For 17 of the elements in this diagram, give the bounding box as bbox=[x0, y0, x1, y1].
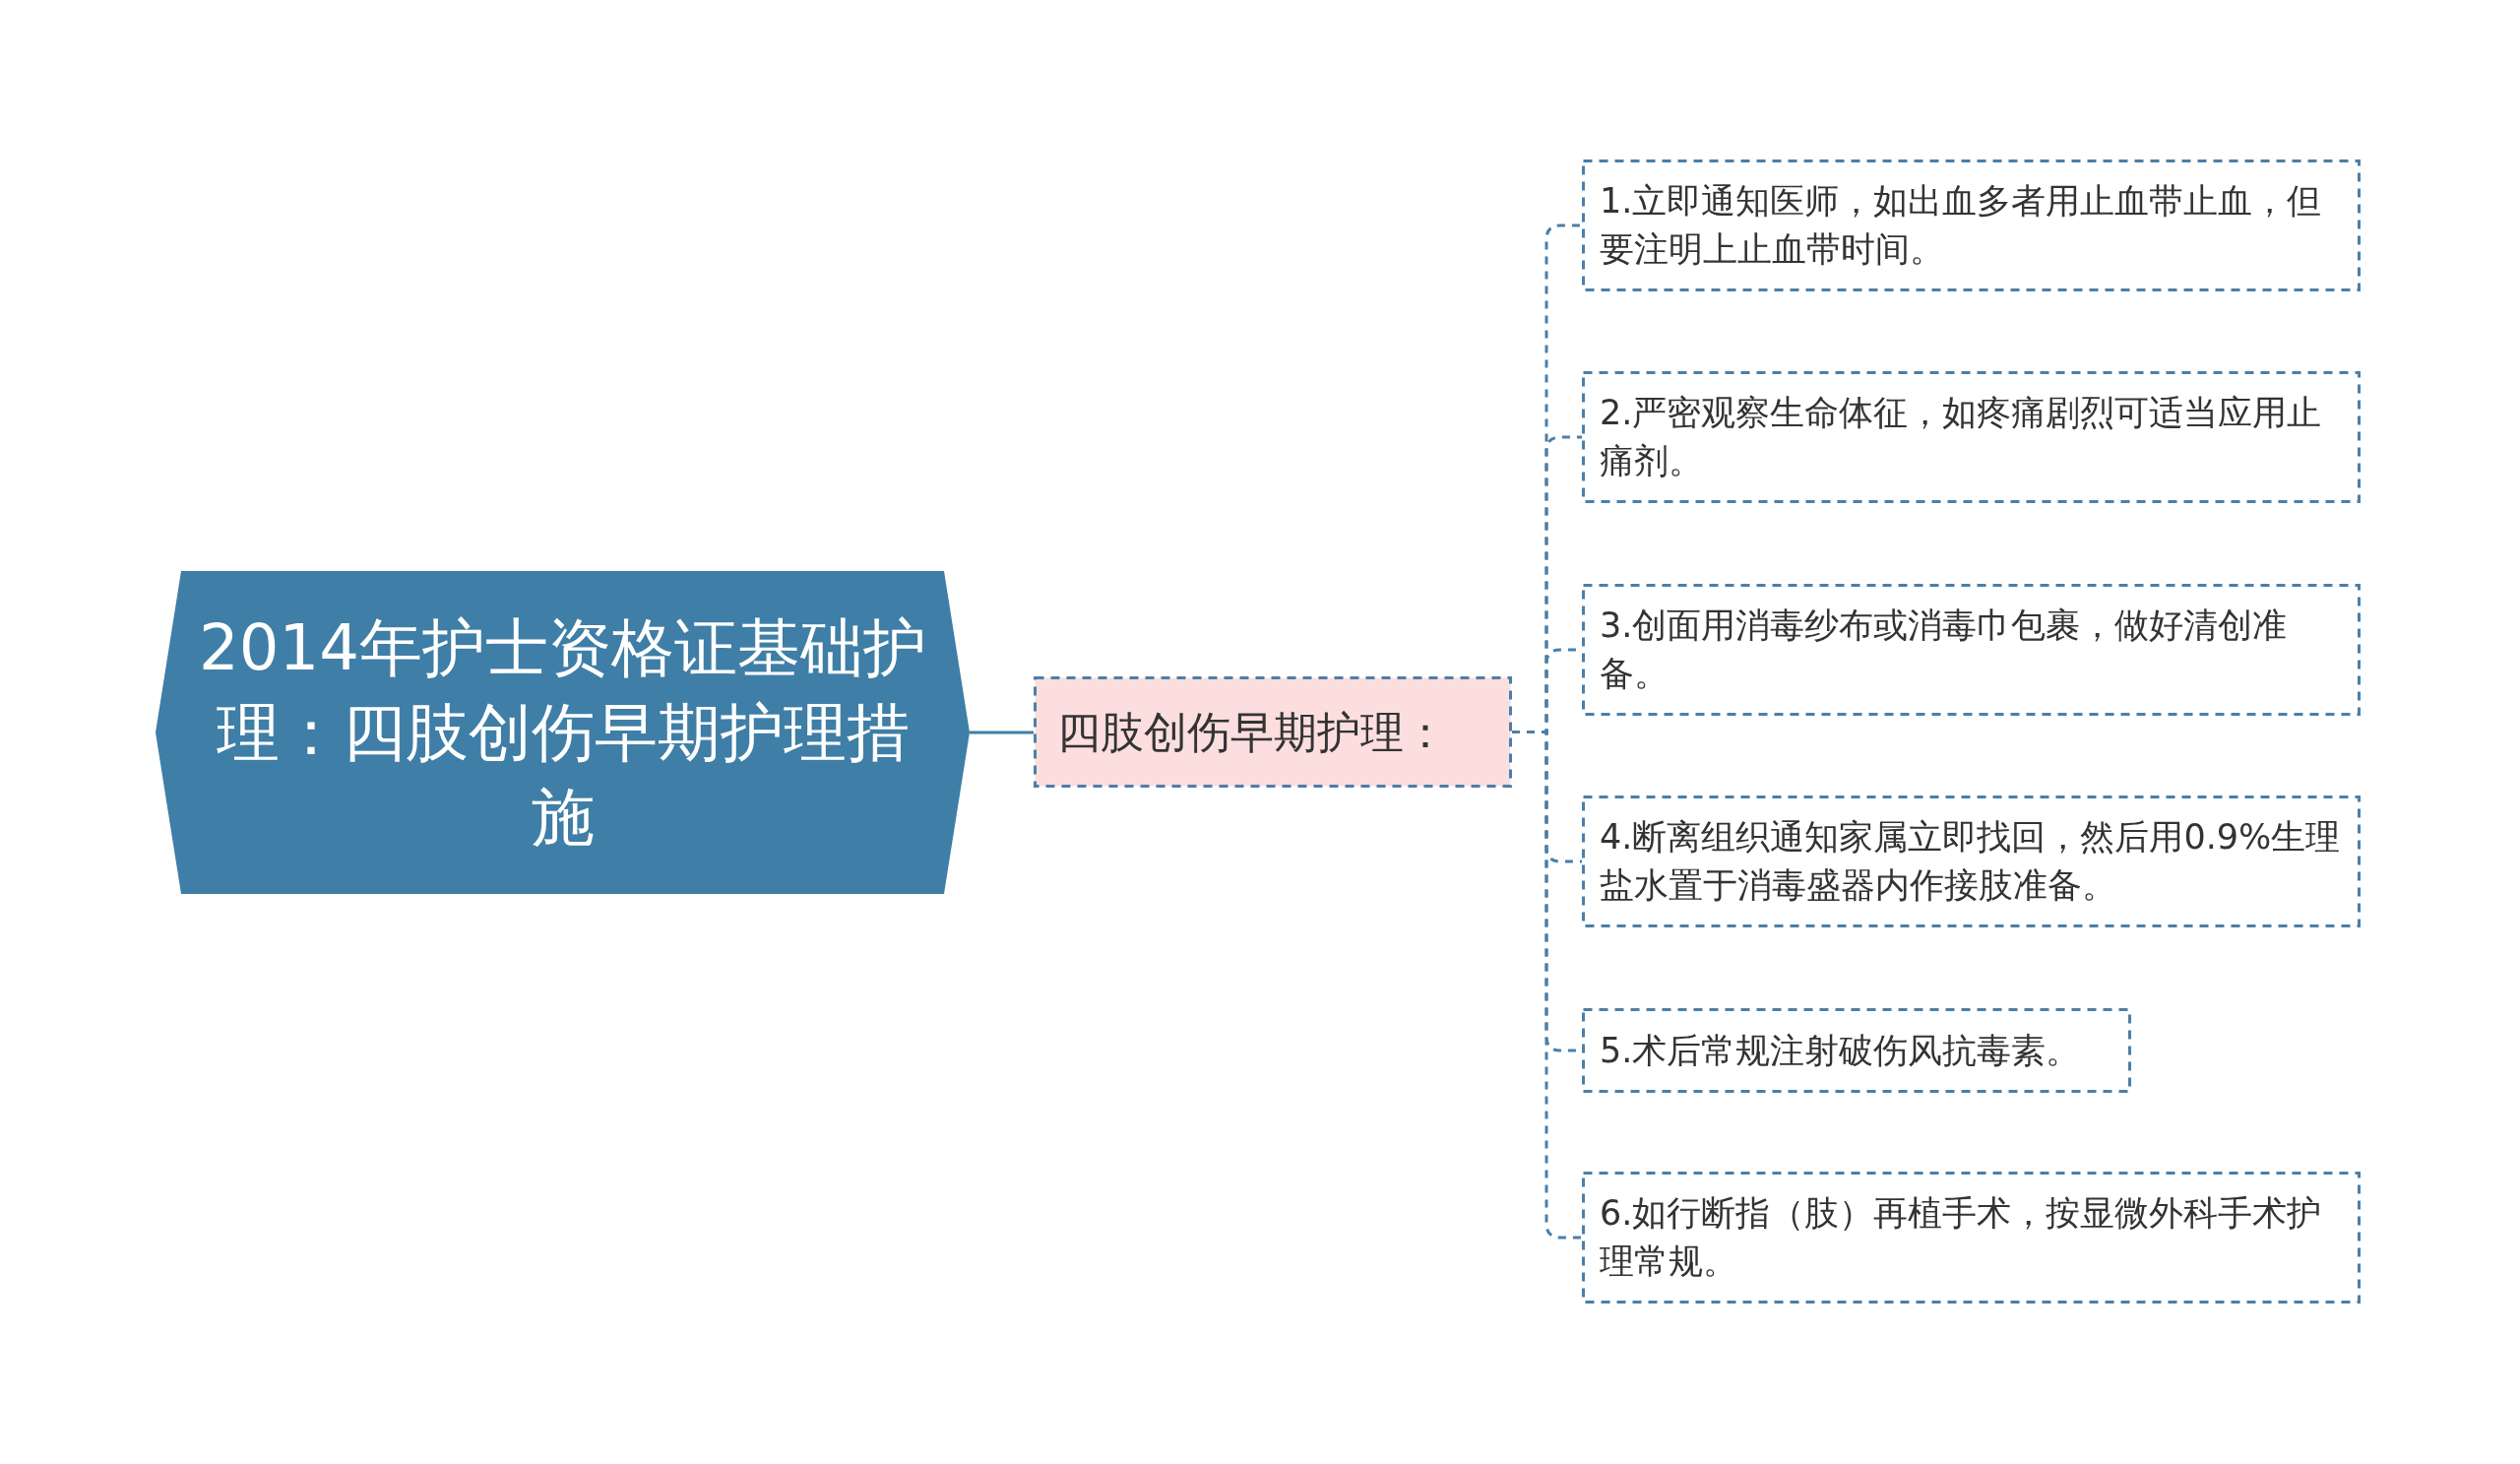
item-box bbox=[1582, 796, 2361, 927]
topic-box bbox=[1034, 676, 1512, 788]
title-text: 2014年护士资格证基础护理：四肢创伤早期护理措施 bbox=[198, 610, 927, 856]
item-box bbox=[1582, 371, 2361, 503]
item-box bbox=[1582, 1172, 2361, 1304]
node-text: 1.立即通知医师，如出血多者用止血带止血，但要注明上止血带时间。 bbox=[1599, 180, 2323, 271]
node-text: 6.如行断指（肢）再植手术，按显微外科手术护理常规。 bbox=[1599, 1192, 2323, 1283]
item-box bbox=[1582, 584, 2361, 716]
node-text: 5.术后常规注射破伤风抗毒素。 bbox=[1599, 1029, 2082, 1072]
hexagon-node bbox=[156, 571, 970, 894]
connector-line bbox=[970, 731, 1034, 734]
item-box bbox=[1582, 1008, 2131, 1093]
node-text: 四肢创伤早期护理： bbox=[1056, 705, 1448, 759]
node-text: 2.严密观察生命体征，如疼痛剧烈可适当应用止痛剂。 bbox=[1599, 392, 2323, 482]
node-text: 3.创面用消毒纱布或消毒巾包裹，做好清创准备。 bbox=[1599, 605, 2289, 695]
node-text: 4.断离组织通知家属立即找回，然后用0.9%生理盐水置于消毒盛器内作接肢准备。 bbox=[1599, 816, 2342, 907]
item-box bbox=[1582, 159, 2361, 291]
